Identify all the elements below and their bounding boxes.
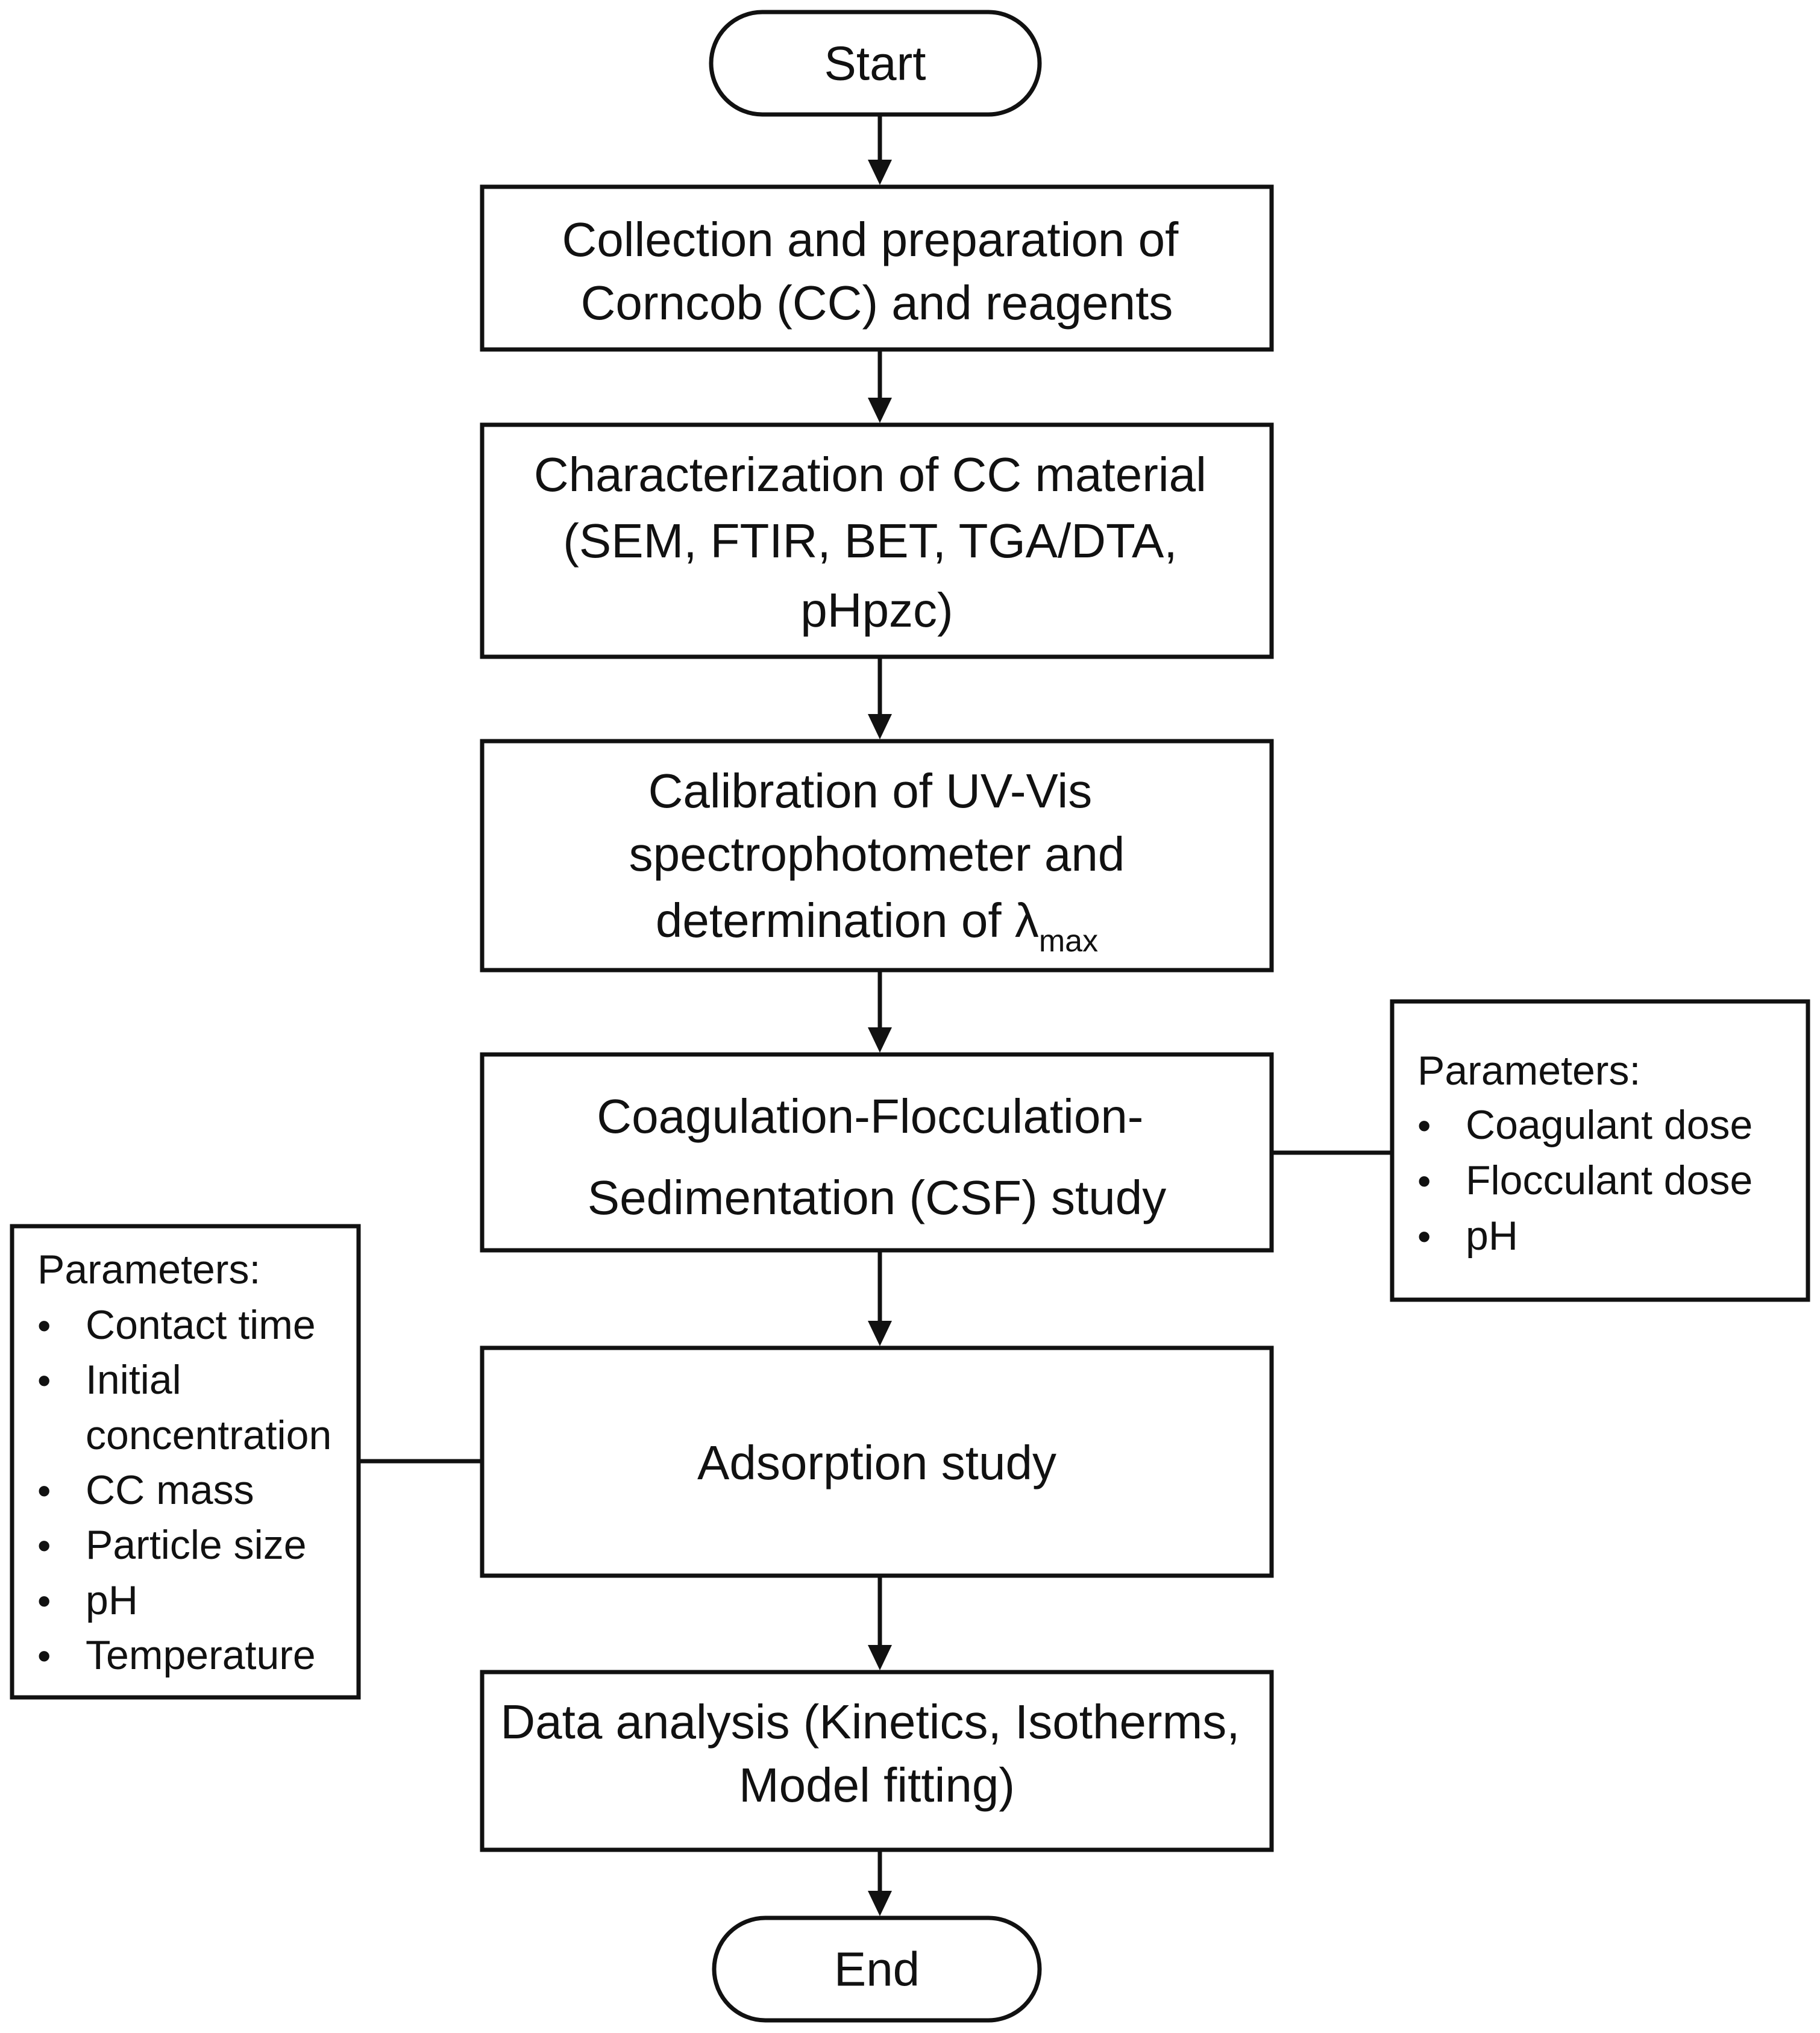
characterization-text: Characterization of CC material (SEM, FT… xyxy=(534,448,1220,637)
adsorption-parameters-title: Parameters: xyxy=(37,1247,260,1292)
adsorption-label: Adsorption study xyxy=(697,1436,1056,1490)
csf-line-2: Sedimentation (CSF) study xyxy=(588,1171,1166,1224)
data-analysis-line-1: Data analysis (Kinetics, Isotherms, xyxy=(500,1695,1240,1749)
end-terminator: End xyxy=(712,1916,1042,2023)
csf-param-item: Coagulant dose xyxy=(1466,1102,1753,1148)
adsorption-param-item: Contact time xyxy=(86,1302,316,1348)
end-label: End xyxy=(834,1943,920,1996)
csf-parameters-title: Parameters: xyxy=(1417,1048,1640,1094)
process-characterization: Characterization of CC material (SEM, FT… xyxy=(480,422,1274,659)
adsorption-bullet: • xyxy=(37,1634,51,1677)
adsorption-bullet: • xyxy=(37,1524,51,1567)
collection-line-2: Corncob (CC) and reagents xyxy=(581,276,1173,330)
adsorption-param-item: CC mass xyxy=(86,1467,254,1513)
arrow-csf-to-adsorption xyxy=(868,1250,892,1346)
adsorption-bullet: • xyxy=(37,1469,51,1512)
csf-bullet: • xyxy=(1417,1215,1431,1258)
lambda-subscript: max xyxy=(1039,924,1098,959)
characterization-line-2: (SEM, FTIR, BET, TGA/DTA, xyxy=(563,514,1177,568)
adsorption-bullet: • xyxy=(37,1359,51,1402)
data-analysis-line-2: Model fitting) xyxy=(739,1758,1015,1812)
process-csf-study: Coagulation-Flocculation- Sedimentation … xyxy=(480,1052,1274,1253)
characterization-line-1: Characterization of CC material xyxy=(534,448,1207,501)
arrow-adsorption-to-data-analysis xyxy=(868,1576,892,1670)
csf-parameters-box: Parameters: • Coagulant dose • Flocculan… xyxy=(1390,999,1810,1302)
process-calibration: Calibration of UV-Vis spectrophotometer … xyxy=(480,739,1274,973)
arrow-calibration-to-csf xyxy=(868,970,892,1053)
arrow-data-analysis-to-end xyxy=(868,1850,892,1916)
start-terminator: Start xyxy=(709,10,1042,117)
calibration-line-3: determination of λmax xyxy=(656,894,1098,959)
adsorption-bullet: • xyxy=(37,1304,51,1347)
calibration-text: Calibration of UV-Vis spectrophotometer … xyxy=(629,764,1125,881)
adsorption-param-item: Initial xyxy=(86,1357,181,1403)
csf-bullet: • xyxy=(1417,1159,1431,1203)
csf-param-item: Flocculant dose xyxy=(1466,1157,1753,1203)
collection-line-1: Collection and preparation of xyxy=(562,213,1179,266)
arrow-collection-to-characterization xyxy=(868,349,892,423)
adsorption-param-item: Particle size xyxy=(86,1522,307,1568)
process-data-analysis: Data analysis (Kinetics, Isotherms, Mode… xyxy=(480,1670,1274,1852)
csf-line-1: Coagulation-Flocculation- xyxy=(597,1089,1143,1143)
characterization-line-3: pHpzc) xyxy=(800,583,953,637)
adsorption-bullet: • xyxy=(37,1579,51,1623)
connectors xyxy=(359,114,1392,1916)
arrow-characterization-to-calibration xyxy=(868,657,892,739)
adsorption-param-item-continued: concentration xyxy=(86,1412,331,1458)
csf-param-item: pH xyxy=(1466,1213,1518,1259)
adsorption-param-item: pH xyxy=(86,1577,138,1623)
process-collection-preparation: Collection and preparation of Corncob (C… xyxy=(480,184,1274,352)
csf-text: Coagulation-Flocculation- Sedimentation … xyxy=(588,1089,1166,1224)
csf-bullet: • xyxy=(1417,1104,1431,1147)
adsorption-param-item: Temperature xyxy=(86,1632,316,1678)
collection-text: Collection and preparation of Corncob (C… xyxy=(562,213,1191,330)
adsorption-parameters-box: Parameters: • Contact time • Initial con… xyxy=(10,1224,361,1700)
calibration-line-2: spectrophotometer and xyxy=(629,827,1125,881)
arrow-start-to-collection xyxy=(868,114,892,185)
start-label: Start xyxy=(824,37,926,90)
data-analysis-text: Data analysis (Kinetics, Isotherms, Mode… xyxy=(500,1695,1253,1812)
calibration-line-1: Calibration of UV-Vis xyxy=(648,764,1093,818)
process-adsorption-study: Adsorption study xyxy=(480,1345,1274,1578)
lambda-text: determination of λ xyxy=(656,894,1039,947)
